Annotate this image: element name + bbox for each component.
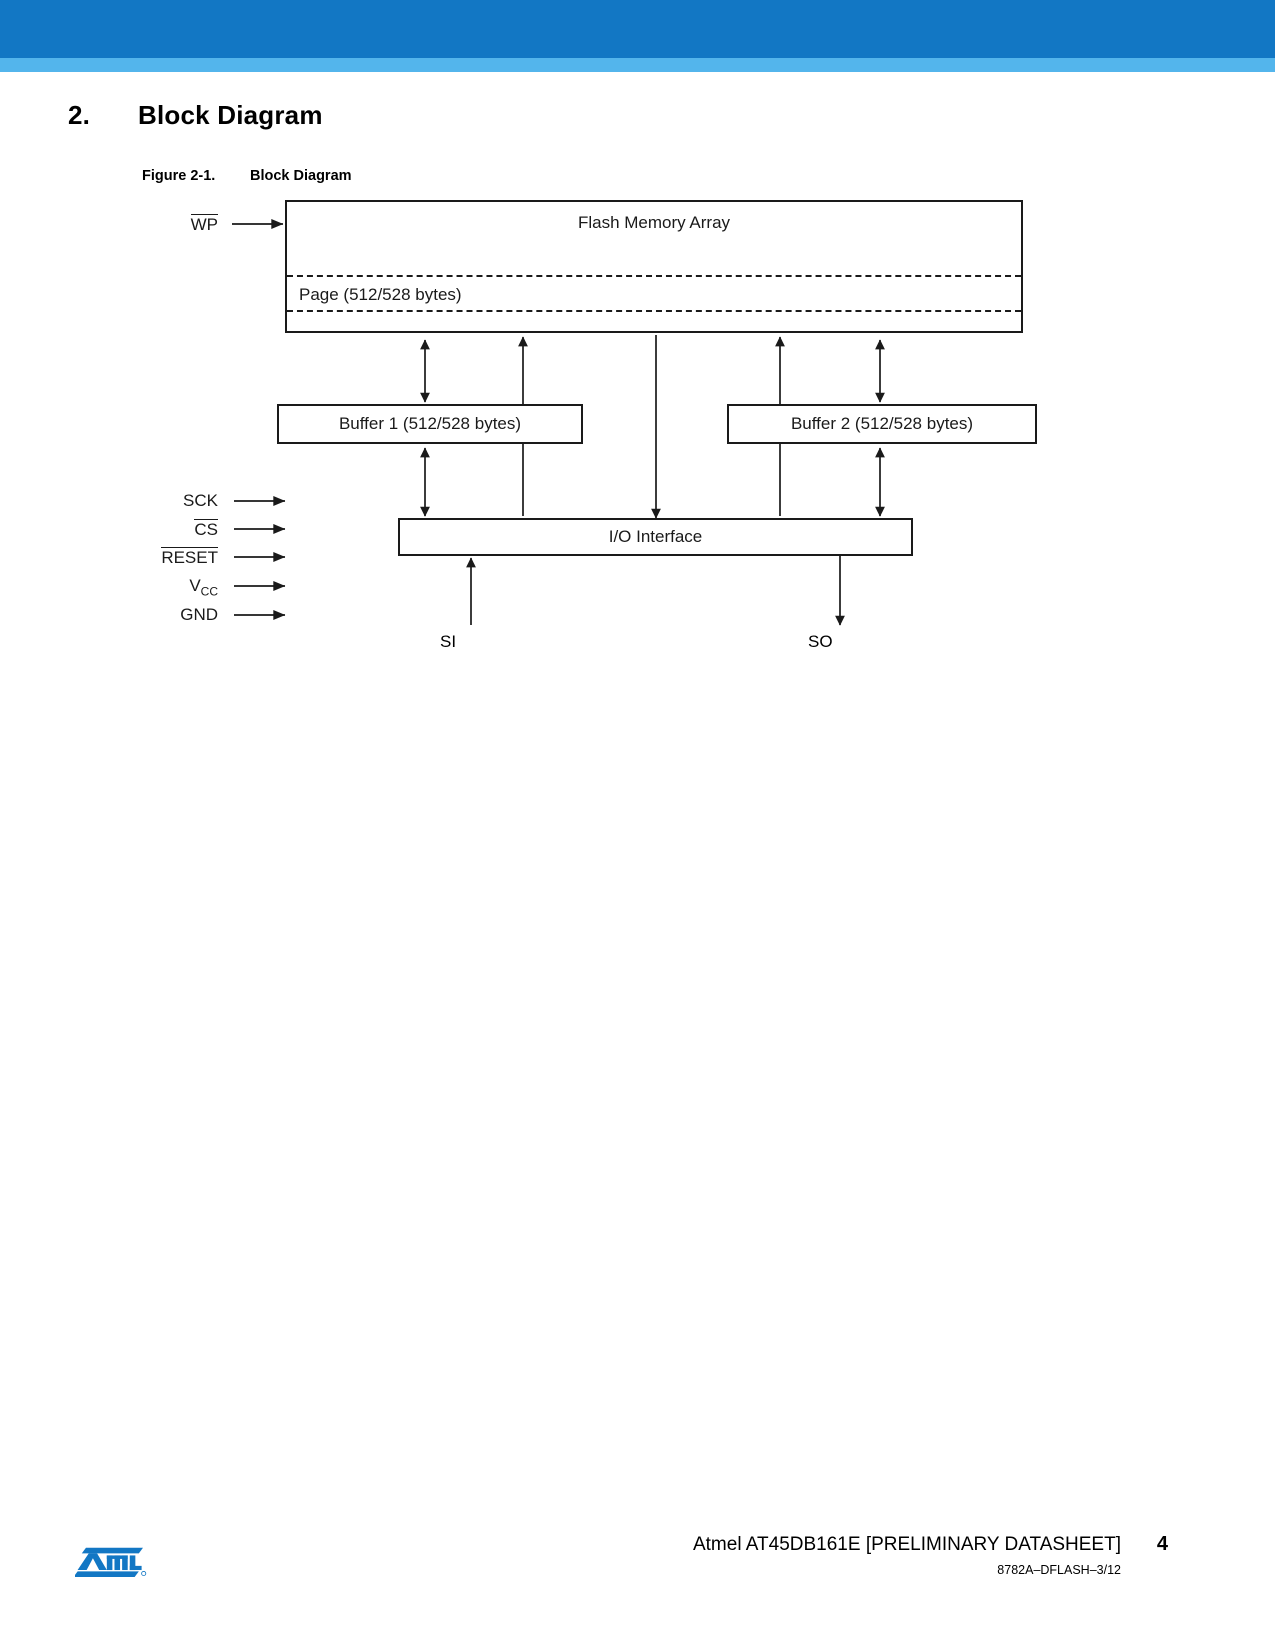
block-buffer-1 — [277, 404, 583, 444]
block-io-interface — [398, 518, 913, 556]
pin-label-gnd-text: GND — [180, 605, 218, 624]
block-buffer-1-label: Buffer 1 (512/528 bytes) — [338, 414, 522, 433]
pin-label-gnd: GND — [100, 605, 218, 625]
pin-label-vcc-subscript: CC — [200, 584, 218, 599]
footer-page-number: 4 — [1156, 1533, 1168, 1555]
header-bar-primary — [0, 0, 1275, 58]
header-bar-accent — [0, 58, 1275, 72]
footer-document-code: 8782A–DFLASH–3/12 — [997, 1563, 1121, 1577]
block-page-label: Page (512/528 bytes) — [299, 285, 462, 304]
block-buffer-2-label: Buffer 2 (512/528 bytes) — [790, 414, 974, 433]
pin-label-cs-text: CS — [194, 519, 218, 539]
pin-label-wp-text: WP — [190, 214, 218, 234]
block-flash-memory-array-label: Flash Memory Array — [577, 213, 731, 232]
pin-label-so: SO — [808, 632, 833, 651]
block-io-interface-label: I/O Interface — [608, 527, 703, 546]
page-boundary-top — [287, 275, 1021, 277]
page-title: 2. Block Diagram — [68, 100, 868, 131]
pin-label-sck-text: SCK — [183, 491, 218, 510]
pin-label-vcc-base: V — [189, 576, 201, 595]
section-number: 2. — [68, 100, 91, 130]
figure-number: Figure 2-1. — [142, 168, 216, 184]
atmel-logo — [75, 1547, 147, 1577]
pin-label-si: SI — [440, 632, 457, 651]
page-boundary-bottom — [287, 310, 1021, 312]
block-buffer-2 — [727, 404, 1037, 444]
pin-label-wp: WP — [120, 214, 218, 235]
pin-label-reset-text: RESET — [161, 547, 218, 567]
section-title: Block Diagram — [138, 100, 323, 130]
pin-label-cs: CS — [100, 519, 218, 540]
figure-caption: Figure 2-1. Block Diagram — [142, 168, 352, 184]
pin-label-vcc: VCC — [100, 576, 218, 598]
pin-label-sck: SCK — [100, 491, 218, 511]
footer-document-title: Atmel AT45DB161E [PRELIMINARY DATASHEET] — [692, 1534, 1121, 1555]
figure-title: Block Diagram — [250, 168, 352, 184]
pin-label-reset: RESET — [100, 547, 218, 568]
